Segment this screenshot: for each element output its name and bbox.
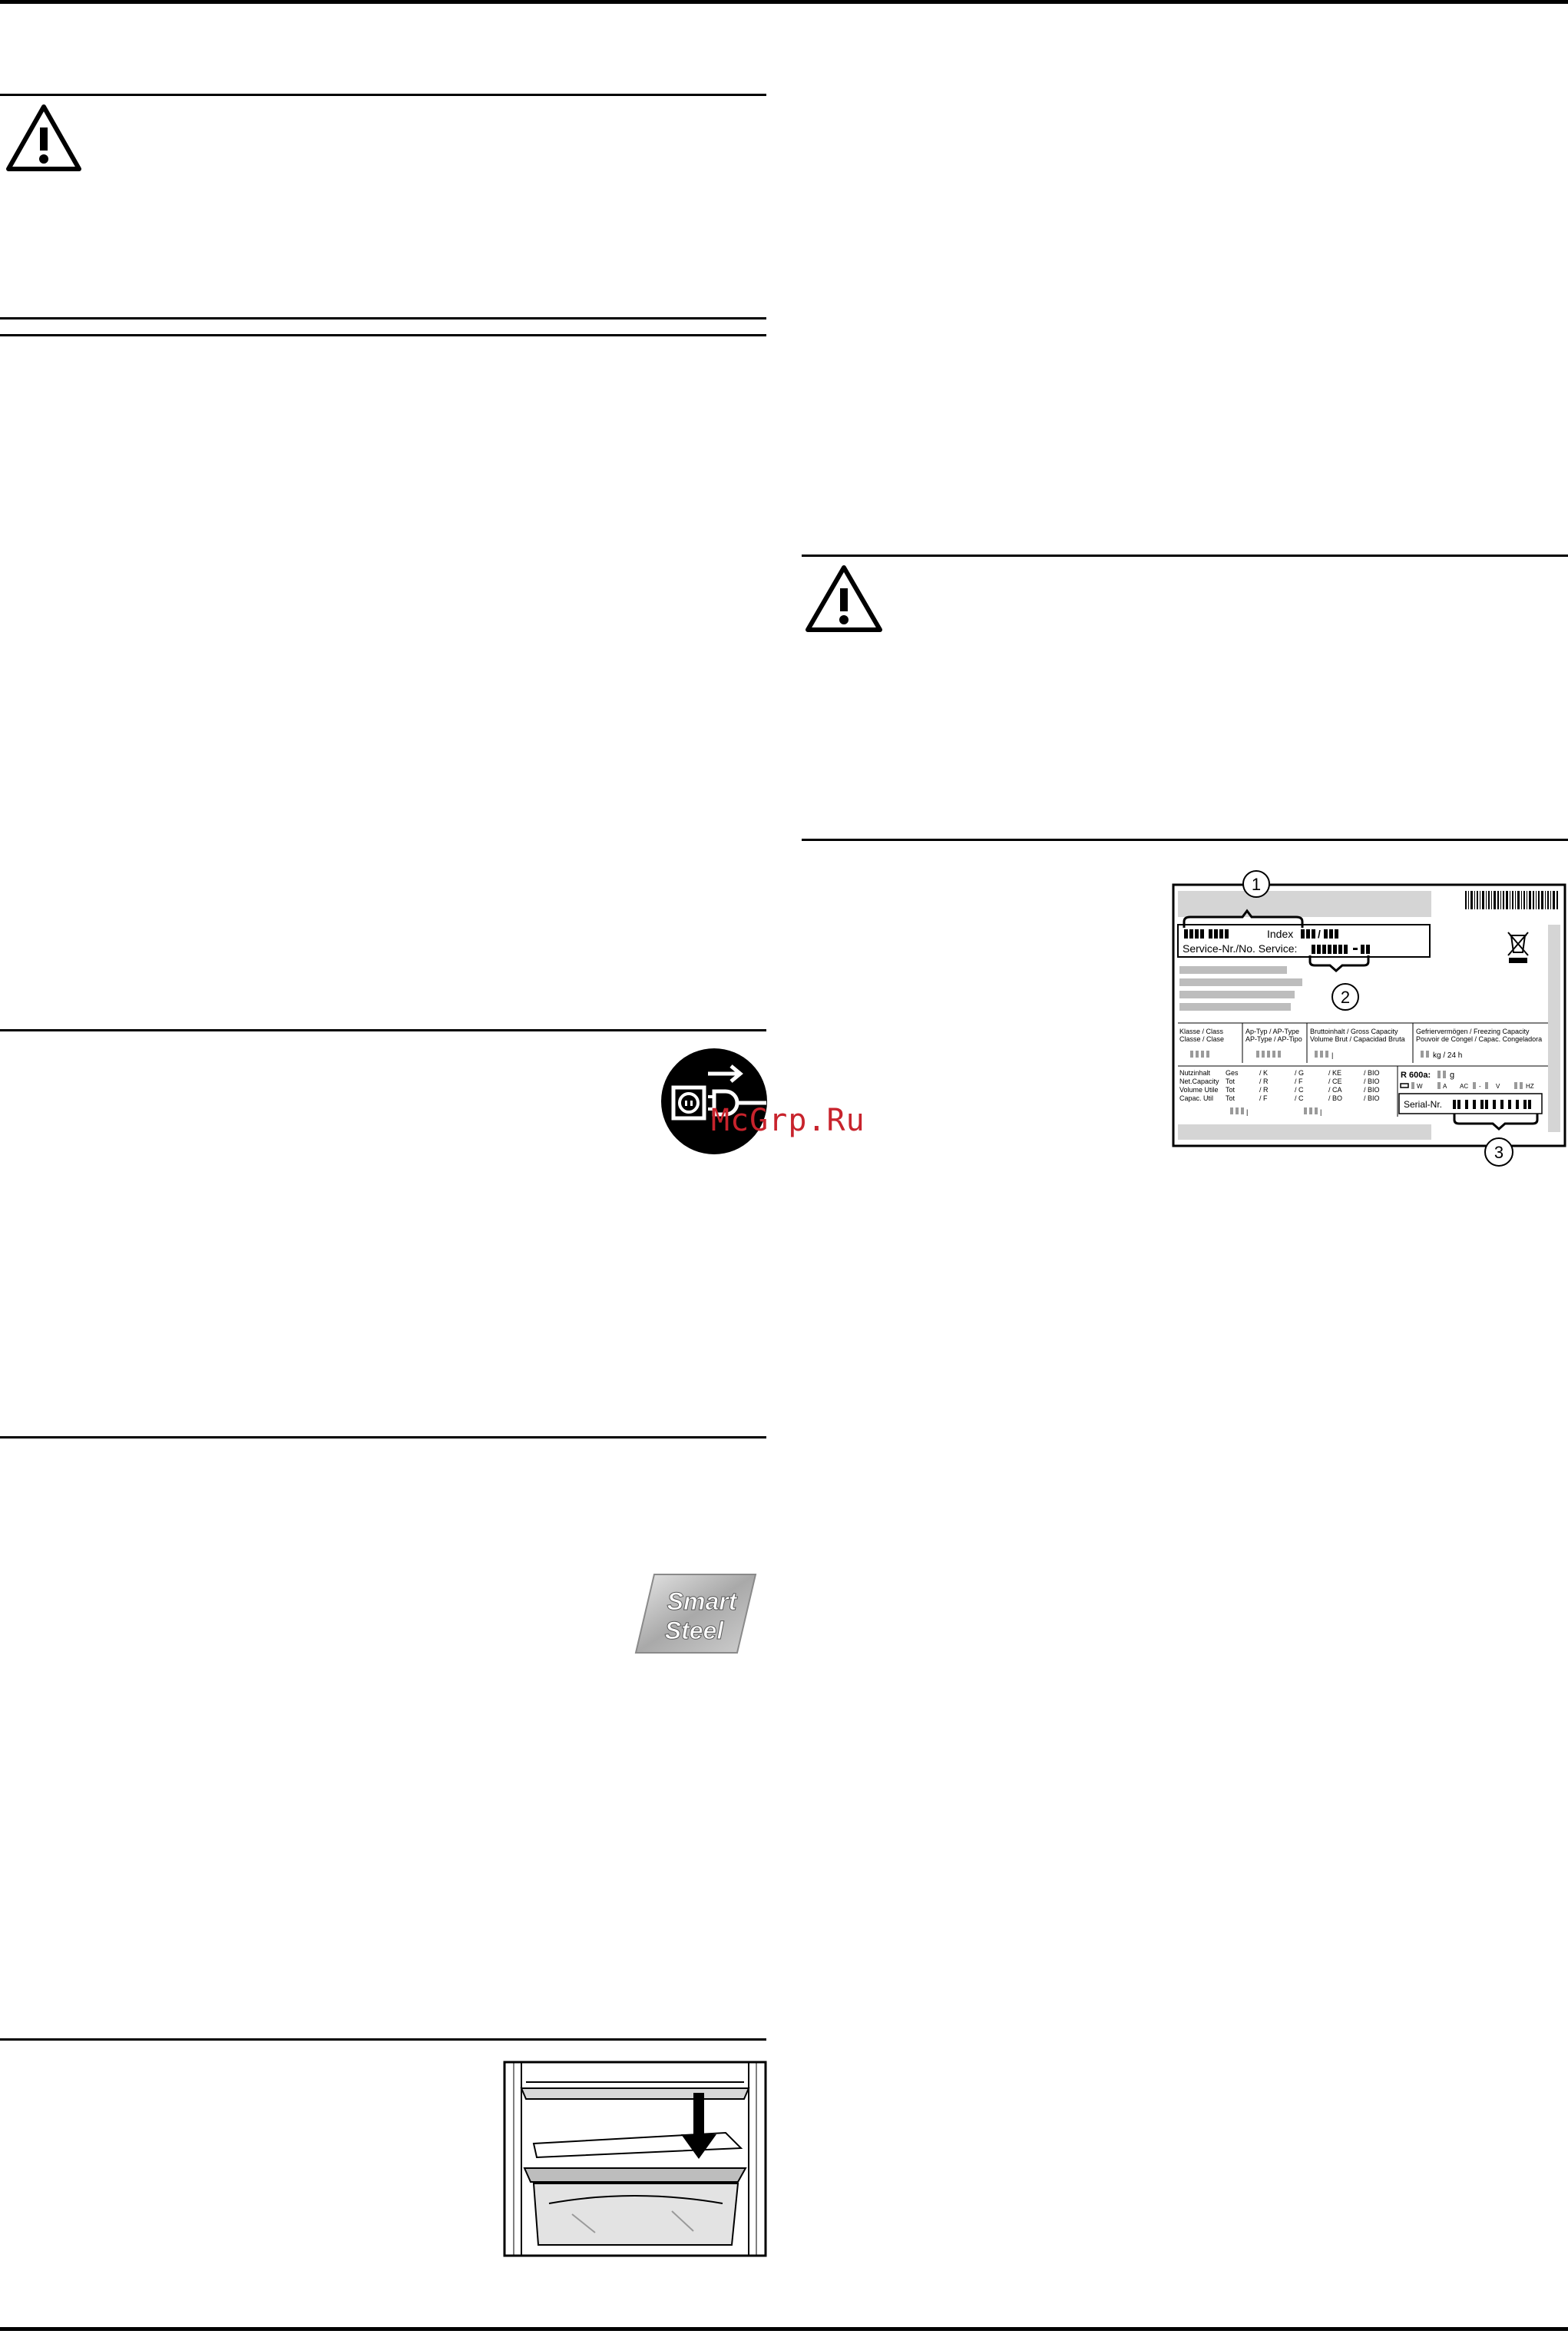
plate-net-cell: Tot [1226,1094,1236,1102]
plate-net-cell: Volume Utile [1179,1086,1219,1094]
plate-gross-unit-bar: | [1331,1051,1333,1059]
plate-net-cell: / CA [1328,1086,1342,1094]
section-rule [0,1436,766,1438]
plate-net-cell: Ges [1226,1069,1239,1077]
plate-index-slash: / [1318,928,1321,940]
plate-type-label-2: AP-Type / AP-Tipo [1245,1035,1302,1043]
plate-net-row: Net.Capacity Tot / R / F / CE / BIO [1179,1078,1380,1085]
plate-net-cell: / C [1295,1094,1304,1102]
plate-serial-label: Serial-Nr. [1404,1099,1442,1110]
plate-net-row: Volume Utile Tot / R / C / CA / BIO [1179,1086,1380,1094]
plate-elec-hz: HZ [1526,1083,1534,1090]
plate-service-label: Service-Nr./No. Service: [1183,942,1297,955]
plate-net-cell: / BIO [1364,1094,1380,1102]
plate-net-cell: Tot [1226,1078,1236,1085]
plate-elec-dash: - [1479,1083,1481,1090]
plate-net-cell: / BIO [1364,1069,1380,1077]
plate-kg-label: kg / 24 h [1433,1051,1462,1060]
plate-index-label: Index [1267,928,1293,940]
plate-net-unit-bar: | [1246,1108,1248,1116]
plate-type-label-1: Ap-Typ / AP-Type [1245,1028,1299,1035]
plate-refrigerant-unit: g [1450,1071,1454,1080]
fridge-shelf-illustration [503,2061,767,2257]
section-rule [0,2038,766,2041]
plate-net-row: Nutzinhalt Ges / K / G / KE / BIO [1179,1069,1380,1077]
plate-elec-v: V [1496,1083,1500,1090]
callout-2: 2 [1341,988,1350,1007]
plate-elec-ac: AC [1460,1083,1468,1090]
plate-net-cell: / F [1295,1078,1303,1085]
unplug-icon [661,1048,767,1154]
plate-freezing-label-2: Pouvoir de Congel / Capac. Congeladora [1416,1035,1542,1043]
plate-class-label-2: Classe / Clase [1179,1035,1224,1043]
plate-net-cell: / F [1259,1094,1268,1102]
callout-1: 1 [1252,875,1261,894]
plate-net-cell: / CE [1328,1078,1342,1085]
plate-net-unit-bar: | [1320,1108,1322,1116]
plate-net-cell: / BIO [1364,1086,1380,1094]
rating-plate-diagram: Index / Service-Nr./No. Service: 1 2 Kla… [1172,870,1566,1147]
smart-steel-line1: Smart [667,1587,738,1615]
warning-box-top-rule [802,555,1568,557]
section-rule [0,1029,766,1031]
plate-elec-w: W [1417,1083,1423,1090]
callout-3-marker: 3 [1484,1137,1513,1167]
plate-net-cell: / G [1295,1069,1304,1077]
warning-triangle-icon [806,565,882,632]
plate-gross-label-1: Bruttoinhalt / Gross Capacity [1310,1028,1398,1035]
plate-gross-label-2: Volume Brut / Capacidad Bruta [1310,1035,1405,1043]
plate-net-cell: / R [1259,1086,1269,1094]
plate-net-cell: / BIO [1364,1078,1380,1085]
plate-net-cell: Capac. Util [1179,1094,1213,1102]
plate-net-cell: Net.Capacity [1179,1078,1219,1085]
callout-3: 3 [1494,1143,1503,1162]
plate-net-cell: / KE [1328,1069,1341,1077]
plate-net-cell: Tot [1226,1086,1236,1094]
plate-net-row: Capac. Util Tot / F / C / BO / BIO [1179,1094,1380,1102]
smart-steel-line2: Steel [665,1617,725,1644]
plate-class-label-1: Klasse / Class [1179,1028,1224,1035]
plate-refrigerant-label: R 600a: [1401,1071,1431,1080]
page-top-rule [0,0,1568,4]
barcode [1464,889,1560,914]
section-rule [0,334,766,336]
warning-triangle-icon [6,104,81,171]
watermark: McGrp.Ru [711,1103,865,1138]
plate-freezing-label-1: Gefriervermögen / Freezing Capacity [1416,1028,1530,1035]
plate-net-cell: / C [1295,1086,1304,1094]
plate-net-cell: Nutzinhalt [1179,1069,1211,1077]
warning-box-top-rule [0,94,766,96]
plate-net-cell: / R [1259,1078,1269,1085]
smart-steel-badge: Smart Steel [634,1574,757,1654]
plate-net-cell: / K [1259,1069,1268,1077]
plate-net-cell: / BO [1328,1094,1342,1102]
warning-box-bottom-rule [0,317,766,319]
page-bottom-rule [0,2327,1568,2331]
plate-elec-a: A [1443,1083,1447,1090]
crossed-bin-icon [1507,932,1529,963]
warning-box-bottom-rule [802,839,1568,841]
